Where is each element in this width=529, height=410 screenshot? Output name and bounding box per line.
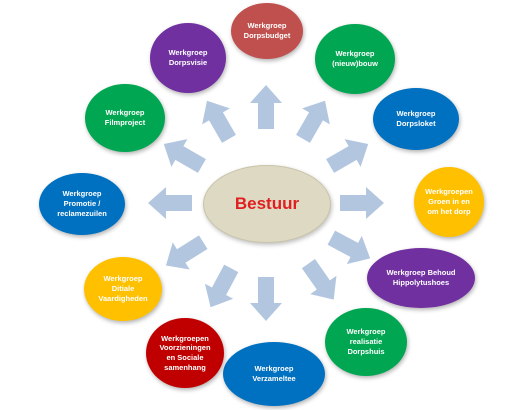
node-label: Werkgroep Filmproject <box>104 108 146 127</box>
arrow-dorpshuis <box>301 259 337 300</box>
arrow-dorpsloket <box>326 139 369 173</box>
center-bestuur: Bestuur <box>203 165 331 243</box>
node-label: Werkgroepen Voorzieningen en Sociale sam… <box>159 333 211 372</box>
arrow-filmproject <box>163 139 206 173</box>
arrow-digitale <box>165 235 208 270</box>
arrow-dorpsvisie <box>202 100 236 143</box>
node-label: Werkgroep realisatie Dorpshuis <box>346 327 386 356</box>
arrow-groen <box>340 187 384 219</box>
node-digitale: Werkgroep Ditiale Vaardigheden <box>84 257 162 321</box>
node-label: Werkgroep Promotie / reclamezuilen <box>57 189 107 218</box>
node-label: Werkgroep (nieuw)bouw <box>332 49 378 68</box>
node-label: Werkgroep Behoud Hippolytushoes <box>386 268 456 287</box>
center-label: Bestuur <box>234 194 300 213</box>
node-groen: Werkgroepen Groen in en om het dorp <box>414 167 484 237</box>
node-label: Werkgroep Ditiale Vaardigheden <box>98 274 148 303</box>
arrow-verzameltee <box>250 277 282 321</box>
arrow-hippolytushoes <box>327 230 371 265</box>
node-verzameltee: Werkgroep Verzameltee <box>223 342 325 406</box>
node-dorpshuis: Werkgroep realisatie Dorpshuis <box>325 308 407 376</box>
node-promotie: Werkgroep Promotie / reclamezuilen <box>39 173 125 235</box>
arrow-promotie <box>148 187 192 219</box>
node-label: Werkgroep Dorpsloket <box>396 109 436 128</box>
node-dorpsbudget: Werkgroep Dorpsbudget <box>231 3 303 59</box>
node-label: Werkgroep Dorpsvisie <box>168 48 208 67</box>
node-voorzieningen: Werkgroepen Voorzieningen en Sociale sam… <box>146 318 224 388</box>
node-label: Werkgroepen Groen in en om het dorp <box>425 187 473 216</box>
arrow-nieuwbouw <box>296 100 330 143</box>
arrow-voorzieningen <box>204 264 239 308</box>
node-nieuwbouw: Werkgroep (nieuw)bouw <box>315 24 395 94</box>
node-dorpsvisie: Werkgroep Dorpsvisie <box>150 23 226 93</box>
node-hippolytushoes: Werkgroep Behoud Hippolytushoes <box>367 248 475 308</box>
node-filmproject: Werkgroep Filmproject <box>85 84 165 152</box>
node-label: Werkgroep Dorpsbudget <box>243 21 291 40</box>
arrow-dorpsbudget <box>250 85 282 129</box>
node-label: Werkgroep Verzameltee <box>252 364 296 383</box>
node-dorpsloket: Werkgroep Dorpsloket <box>373 88 459 150</box>
